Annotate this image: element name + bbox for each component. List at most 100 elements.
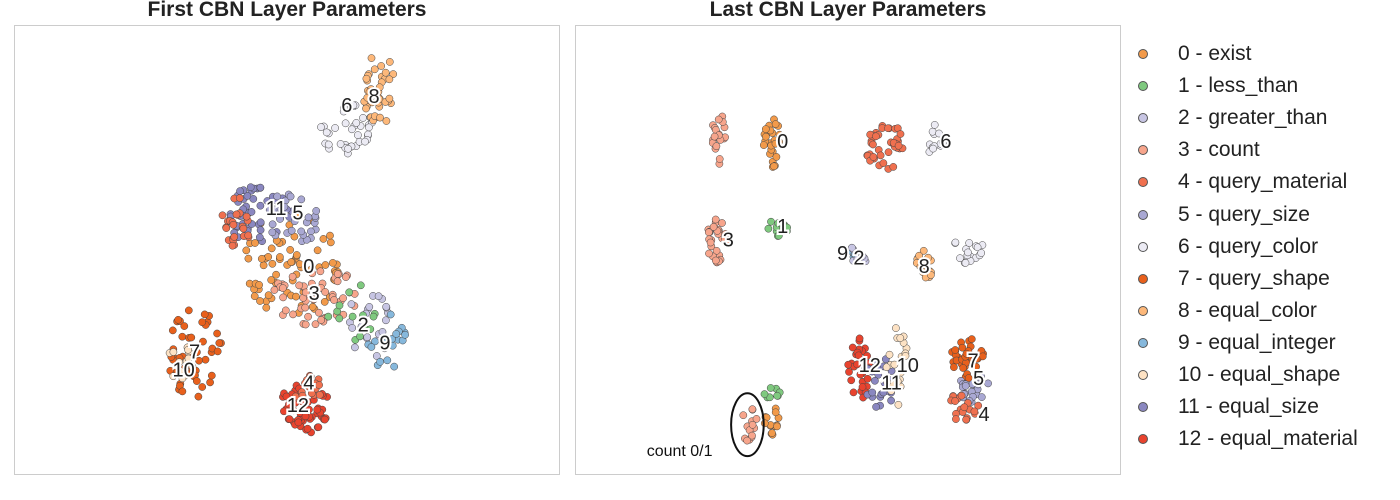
scatter-point — [362, 74, 371, 83]
scatter-point — [381, 68, 390, 77]
scatter-point — [272, 270, 280, 279]
scatter-point — [388, 341, 397, 350]
scatter-point — [977, 372, 986, 381]
scatter-point — [375, 83, 384, 92]
scatter-point — [876, 151, 885, 160]
scatter-point — [317, 123, 325, 131]
scatter-point — [962, 415, 970, 424]
scatter-point — [256, 226, 265, 234]
scatter-point — [710, 132, 719, 141]
scatter-point — [307, 279, 316, 288]
legend-item: 10 - equal_shape — [1132, 359, 1400, 391]
scatter-point — [333, 277, 342, 286]
scatter-point — [322, 128, 331, 137]
scatter-point — [896, 334, 905, 342]
scatter-point — [892, 324, 900, 332]
scatter-point — [748, 420, 757, 429]
scatter-point — [849, 388, 858, 397]
scatter-point — [939, 138, 947, 147]
scatter-point — [326, 231, 334, 240]
scatter-point — [764, 224, 773, 233]
scatter-point — [951, 397, 959, 405]
scatter-point — [342, 273, 350, 281]
legend-label: 12 - equal_material — [1178, 427, 1358, 451]
scatter-point — [315, 308, 323, 317]
scatter-point — [348, 324, 357, 332]
scatter-point — [250, 292, 259, 301]
scatter-point — [359, 114, 367, 122]
cluster-label: 11 — [881, 373, 902, 395]
scatter-point — [721, 230, 730, 238]
scatter-point — [348, 312, 357, 321]
scatter-point — [705, 249, 713, 258]
left-panel-title: First CBN Layer Parameters — [147, 0, 427, 21]
scatter-point — [967, 335, 976, 343]
scatter-point — [335, 301, 344, 310]
scatter-point — [972, 355, 981, 363]
legend-label: 9 - equal_integer — [1178, 330, 1336, 354]
scatter-point — [308, 269, 317, 278]
scatter-point — [287, 226, 296, 235]
scatter-point — [192, 377, 201, 385]
scatter-point — [863, 374, 872, 383]
scatter-point — [711, 215, 720, 224]
cluster-label: 5 — [292, 202, 303, 224]
cluster-label: 10 — [172, 359, 194, 381]
cluster-label: 0 — [303, 256, 314, 278]
scatter-point — [213, 329, 221, 338]
legend-item: 1 - less_than — [1132, 70, 1400, 102]
scatter-point — [298, 391, 307, 400]
legend-label: 8 - equal_color — [1178, 298, 1317, 322]
scatter-point — [243, 192, 252, 200]
scatter-point — [766, 384, 775, 392]
scatter-point — [315, 391, 324, 399]
cluster-label: 12 — [859, 355, 881, 377]
scatter-point — [401, 330, 409, 339]
scatter-point — [257, 254, 266, 263]
legend-marker — [1138, 434, 1148, 445]
scatter-point — [974, 380, 982, 389]
scatter-point — [973, 243, 982, 252]
scatter-point — [289, 310, 297, 319]
scatter-point — [351, 343, 359, 352]
scatter-point — [772, 153, 781, 161]
scatter-point — [301, 379, 309, 388]
scatter-point — [314, 423, 323, 432]
scatter-point — [356, 332, 364, 341]
legend-item: 8 - equal_color — [1132, 295, 1400, 327]
cluster-label: 3 — [309, 283, 320, 305]
scatter-point — [307, 389, 316, 398]
legend-label: 5 - query_size — [1178, 202, 1310, 226]
legend-marker — [1138, 177, 1148, 188]
scatter-point — [369, 312, 378, 321]
scatter-point — [884, 148, 893, 157]
scatter-point — [962, 349, 971, 358]
legend-label: 3 - count — [1178, 138, 1260, 162]
scatter-point — [251, 239, 259, 247]
scatter-point — [176, 367, 184, 375]
scatter-point — [306, 372, 315, 381]
legend-item: 3 - count — [1132, 134, 1400, 166]
scatter-point — [770, 162, 778, 171]
scatter-point — [378, 328, 387, 336]
scatter-point — [972, 362, 980, 371]
scatter-point — [928, 127, 937, 136]
scatter-point — [382, 316, 390, 325]
scatter-point — [255, 281, 263, 289]
scatter-point — [722, 239, 731, 248]
scatter-point — [267, 276, 276, 284]
scatter-point — [264, 291, 273, 300]
scatter-point — [312, 207, 321, 215]
scatter-point — [247, 208, 256, 216]
scatter-point — [198, 318, 207, 327]
legend-marker — [1138, 241, 1148, 252]
scatter-point — [869, 153, 878, 161]
scatter-point — [169, 348, 178, 356]
scatter-point — [958, 343, 967, 352]
scatter-point — [748, 431, 756, 440]
scatter-point — [783, 223, 791, 232]
scatter-point — [313, 246, 322, 255]
scatter-point — [885, 350, 894, 359]
